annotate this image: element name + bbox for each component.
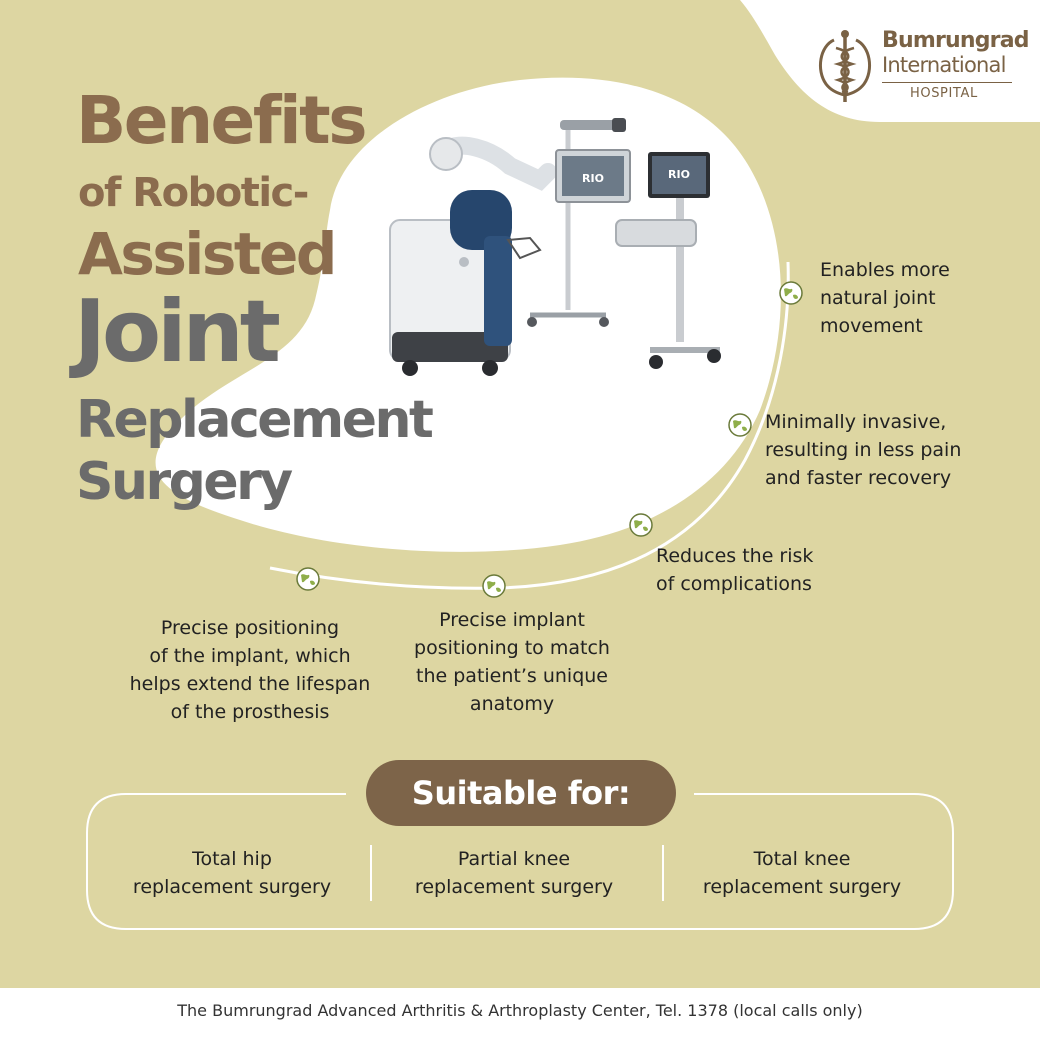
suitable-item-total-hip: Total hip replacement surgery [132,848,332,898]
globe-icon [728,413,752,437]
benefit-reduces-risk: Reduces the risk of complications [656,545,814,595]
monitor2-label: RIO [668,168,690,181]
suitable-for-heading: Suitable for: [366,760,676,826]
title-line-benefits: Benefits [76,82,368,159]
benefit-precise-implant: Precise implant positioning to match the… [414,609,610,715]
title-line-assisted: Assisted [78,220,337,288]
suitable-divider [662,845,664,901]
hospital-logo: Bumrungrad International HOSPITAL [812,26,1030,106]
suitable-for-frame [86,793,954,930]
suitable-item-total-knee: Total knee replacement surgery [702,848,902,898]
benefit-precise-positioning: Precise positioning of the implant, whic… [129,617,371,723]
logo-corner-shape [740,0,1040,122]
benefit-natural-movement: Enables more natural joint movement [820,259,950,337]
title-line-of-robotic: of Robotic- [78,170,309,216]
brand-name-line1: Bumrungrad [882,28,1030,53]
globe-icon [482,574,506,598]
brand-name-line3: HOSPITAL [910,86,978,101]
benefit-minimally-invasive: Minimally invasive, resulting in less pa… [765,411,962,489]
suitable-item-partial-knee: Partial knee replacement surgery [414,848,614,898]
caduceus-emblem-icon [818,30,872,102]
footer-contact-text: The Bumrungrad Advanced Arthritis & Arth… [177,1001,863,1020]
monitor1-label: RIO [582,172,604,185]
robotic-system-illustration: RIO RIO [389,118,721,376]
footer-bar: The Bumrungrad Advanced Arthritis & Arth… [0,988,1040,1040]
benefits-arc [269,261,790,590]
globe-icon [629,513,653,537]
brand-divider [882,82,1012,83]
title-line-joint: Joint [74,282,281,382]
suitable-divider [370,845,372,901]
brand-name-line2: International [882,53,1006,77]
globe-icon [779,281,803,305]
title-line-replacement: Replacement [76,390,434,450]
title-line-surgery: Surgery [76,452,293,512]
globe-icon [296,567,320,591]
